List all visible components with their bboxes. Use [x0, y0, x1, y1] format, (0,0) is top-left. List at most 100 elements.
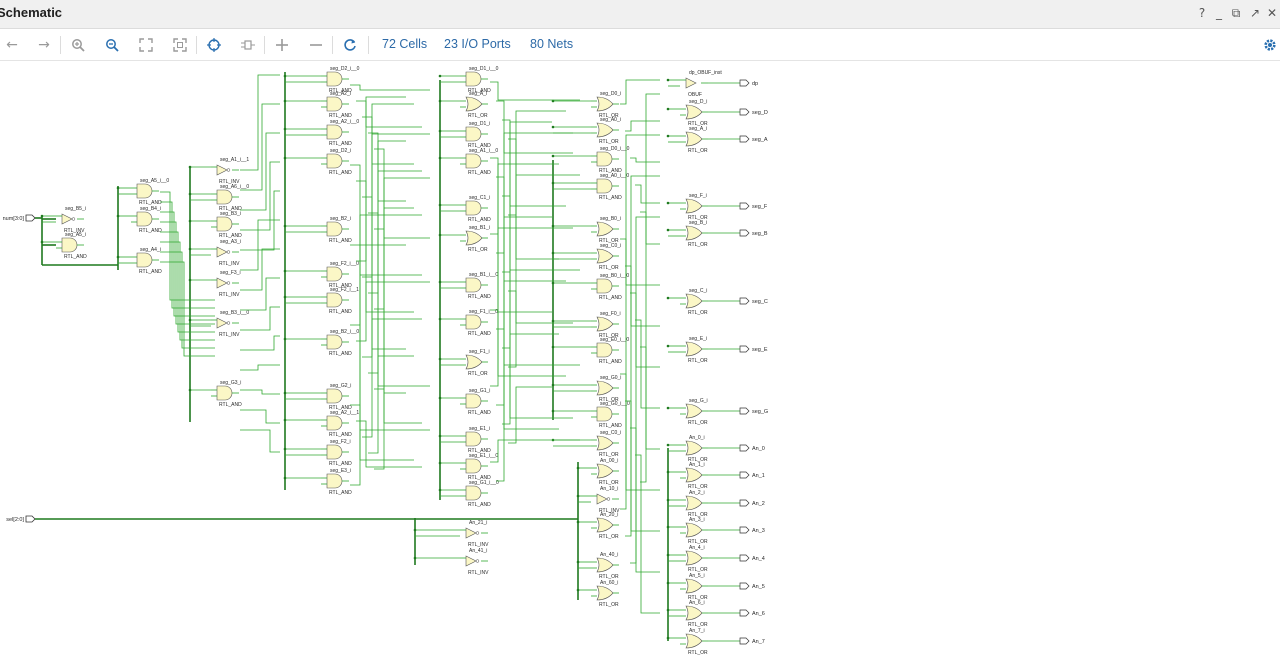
output-port[interactable]	[739, 582, 750, 590]
net-wire[interactable]	[640, 346, 660, 450]
net-wire[interactable]	[620, 79, 660, 105]
net-wire[interactable]	[625, 265, 660, 327]
net-wire[interactable]	[374, 388, 406, 394]
net-wire[interactable]	[502, 121, 552, 349]
net-wire[interactable]	[490, 227, 573, 387]
net-wire[interactable]	[240, 248, 280, 291]
net-wire[interactable]	[630, 292, 660, 368]
gear-icon[interactable]	[1258, 33, 1280, 57]
net-wire[interactable]	[635, 454, 660, 614]
net-wire[interactable]	[490, 157, 552, 313]
net-wire[interactable]	[490, 81, 580, 101]
output-port[interactable]	[739, 345, 750, 353]
net-wire[interactable]	[160, 201, 215, 309]
nets-count-link[interactable]: 80 Nets	[530, 37, 574, 51]
output-port[interactable]	[739, 609, 750, 617]
net-wire[interactable]	[240, 161, 280, 231]
net-wire[interactable]	[625, 175, 660, 537]
net-wire[interactable]	[362, 318, 422, 358]
net-wire[interactable]	[240, 335, 280, 351]
net-wire[interactable]	[490, 163, 559, 235]
output-port[interactable]	[739, 135, 750, 143]
float-icon[interactable]: ↗	[1249, 6, 1261, 20]
output-port[interactable]	[739, 471, 750, 479]
net-wire[interactable]	[160, 191, 215, 301]
net-wire[interactable]	[356, 96, 406, 262]
output-port[interactable]	[739, 407, 750, 415]
net-wire[interactable]	[350, 164, 422, 276]
io-ports-count-link[interactable]: 23 I/O Ports	[444, 37, 511, 51]
schematic-diagram[interactable]: num[3:0]sel[2:0]seg_B5_iRTL_INVseg_A5_iR…	[0, 61, 1280, 669]
net-wire[interactable]	[240, 389, 280, 395]
output-port[interactable]	[739, 554, 750, 562]
net-wire[interactable]	[496, 280, 566, 406]
net-wire[interactable]	[508, 110, 566, 216]
net-wire[interactable]	[496, 100, 573, 154]
close-icon[interactable]: ✕	[1266, 6, 1278, 20]
net-wire[interactable]	[350, 404, 430, 431]
net-wire[interactable]	[240, 190, 280, 251]
net-wire[interactable]	[356, 281, 430, 342]
restore-icon[interactable]: ⧉	[1231, 6, 1241, 20]
net-wire[interactable]	[630, 157, 660, 163]
zoom-in-icon[interactable]	[66, 33, 90, 57]
net-wire[interactable]	[240, 429, 280, 453]
refresh-icon[interactable]	[338, 33, 362, 57]
cells-count-link[interactable]: 72 Cells	[382, 37, 428, 51]
help-icon[interactable]: ?	[1198, 6, 1206, 20]
net-wire[interactable]	[240, 132, 280, 211]
net-wire[interactable]	[362, 116, 414, 165]
output-port[interactable]	[739, 79, 750, 87]
net-wire[interactable]	[496, 176, 580, 366]
net-wire[interactable]	[630, 427, 660, 573]
net-wire[interactable]	[368, 212, 430, 387]
input-port[interactable]	[25, 515, 36, 523]
output-port[interactable]	[739, 526, 750, 534]
net-wire[interactable]	[620, 134, 660, 510]
